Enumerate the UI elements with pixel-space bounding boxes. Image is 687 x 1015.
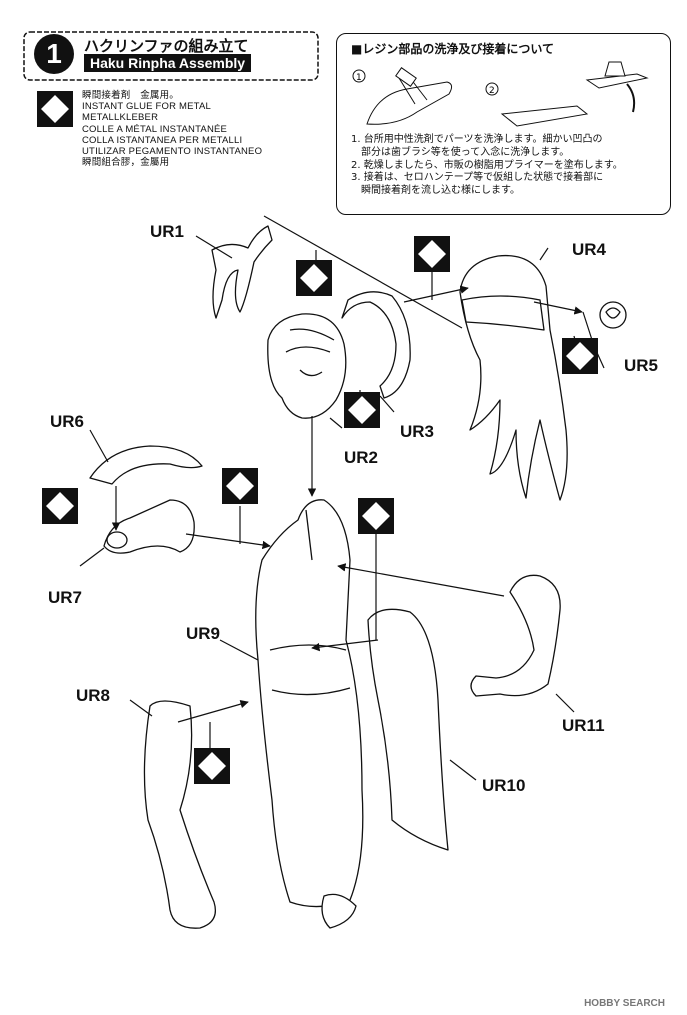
- label-ur4: UR4: [572, 240, 607, 259]
- part-ur5-shape: [599, 301, 627, 329]
- part-ur6-shape: [89, 445, 203, 485]
- label-ur7: UR7: [48, 588, 83, 607]
- step-title-jp: ハクリンファの組み立て: [84, 37, 249, 55]
- resin-step: 瞬間接着剤を流し込む様にします。: [351, 185, 520, 197]
- resin-illustrations: 1 2: [352, 61, 649, 127]
- diamond-glue-icon: [344, 392, 380, 428]
- diamond-glue-icon: [222, 468, 258, 504]
- label-ur10: UR10: [482, 776, 526, 795]
- label-ur11: UR11: [562, 716, 605, 735]
- step-title-en: Haku Rinpha Assembly: [84, 54, 252, 72]
- label-ur9: UR9: [186, 624, 221, 643]
- resin-steps: 1. 台所用中性洗剤でパーツを洗浄します。細かい凹凸の 部分は歯ブラシ等を使って…: [351, 134, 661, 198]
- glue-line: METALLKLEBER: [82, 112, 159, 124]
- label-ur2: UR2: [344, 448, 379, 467]
- part-ur4-shape: [459, 254, 568, 501]
- glue-line: INSTANT GLUE FOR METAL: [82, 101, 211, 113]
- diamond-glue-icon: [562, 338, 598, 374]
- diamond-glue-icon: [194, 748, 230, 784]
- step-number-badge: 1: [34, 34, 74, 74]
- glue-line: UTILIZAR PEGAMENTO INSTANTANEO: [82, 146, 263, 158]
- resin-step: 3. 接着は、セロハンテープ等で仮組した状態で接着部に: [351, 172, 604, 184]
- label-ur5: UR5: [624, 356, 659, 375]
- resin-step: 部分は歯ブラシ等を使って入念に洗浄します。: [351, 146, 570, 158]
- part-ur10-shape: [367, 608, 449, 851]
- part-ur3-shape: [341, 291, 411, 399]
- resin-care-box: ■レジン部品の洗浄及び接着について 1 2 1. 台所用中性洗剤でパーツを洗浄し…: [336, 33, 671, 215]
- glue-markers: [42, 236, 598, 784]
- step-header: 1 ハクリンファの組み立て Haku Rinpha Assembly: [22, 30, 322, 82]
- part-ur9-shape: [255, 499, 364, 908]
- diamond-glue-icon: [296, 260, 332, 296]
- diamond-glue-icon: [42, 488, 78, 524]
- label-ur1: UR1: [150, 222, 185, 241]
- resin-box-title: ■レジン部品の洗浄及び接着について: [351, 42, 554, 56]
- part-ur2-shape: [267, 313, 347, 419]
- resin-step: 1. 台所用中性洗剤でパーツを洗浄します。細かい凹凸の: [351, 134, 603, 145]
- glue-line: 瞬間組合膠，金屬用: [82, 157, 170, 169]
- diamond-glue-icon: [358, 498, 394, 534]
- label-ur3: UR3: [400, 422, 435, 441]
- glue-line: 瞬間接着剤 金属用。: [82, 90, 180, 101]
- svg-text:1: 1: [356, 73, 362, 83]
- glue-instructions: 瞬間接着剤 金属用。 INSTANT GLUE FOR METAL METALL…: [82, 90, 262, 168]
- diamond-glue-icon: [414, 236, 450, 272]
- part-ur7-shape: [103, 499, 195, 554]
- part-ur11-shape: [470, 574, 561, 697]
- part-ur8-shape: [143, 700, 217, 929]
- label-ur6: UR6: [50, 412, 85, 431]
- label-ur8: UR8: [76, 686, 111, 705]
- svg-text:2: 2: [489, 86, 495, 96]
- resin-step: 2. 乾燥しましたら、市販の樹脂用プライマーを塗布します。: [351, 159, 623, 171]
- diamond-glue-icon: [37, 91, 73, 127]
- glue-line: COLLE A MÉTAL INSTANTANÉE: [82, 123, 228, 135]
- part-ur1-shape: [211, 225, 273, 319]
- glue-line: COLLA ISTANTANEA PER METALLI: [82, 134, 243, 146]
- watermark: HOBBY SEARCH: [584, 998, 665, 1009]
